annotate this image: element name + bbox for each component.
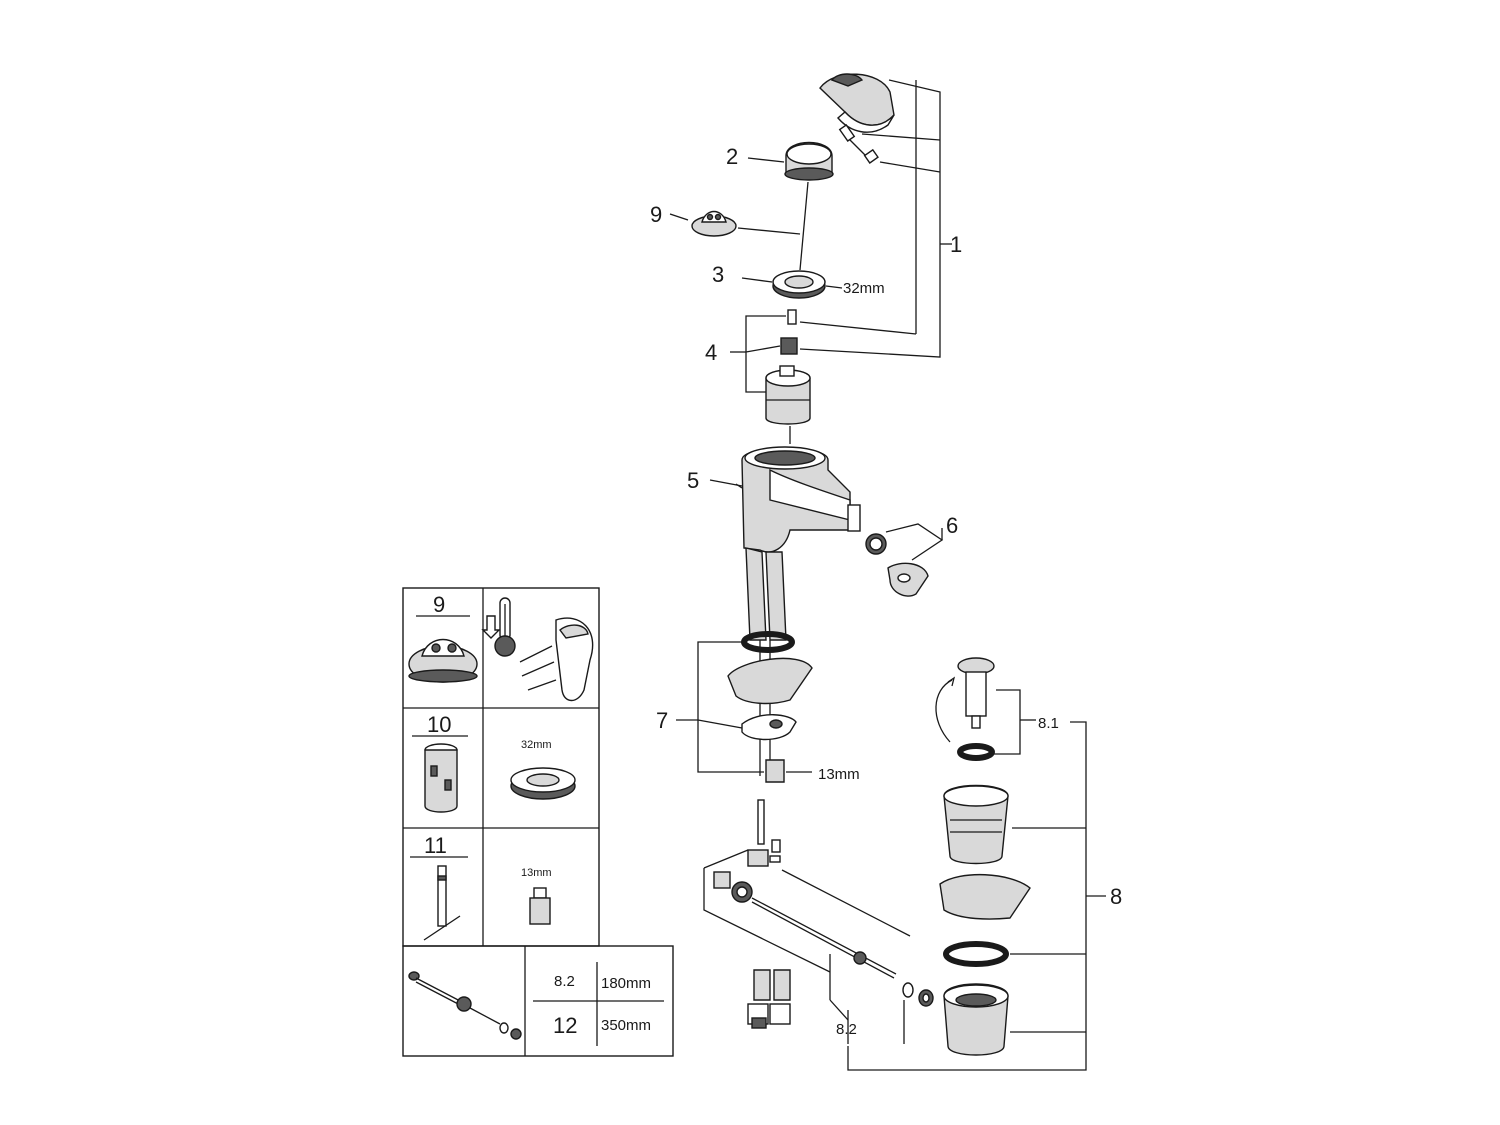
bracket-part-8 bbox=[847, 689, 1106, 1071]
popup-rod-thumbnail bbox=[408, 971, 522, 1040]
popup-rod-assembly bbox=[713, 799, 934, 1007]
table-label-11: 11 bbox=[424, 833, 447, 858]
callout-5: 5 bbox=[687, 468, 699, 493]
table-label-9: 9 bbox=[433, 592, 445, 617]
callout-8-2: 8.2 bbox=[836, 1021, 857, 1038]
callout-9: 9 bbox=[650, 202, 662, 227]
thermometer-cold-icon bbox=[481, 597, 516, 657]
hex-nut-thumbnail bbox=[529, 887, 551, 925]
table-dim-13mm: 13mm bbox=[521, 867, 552, 879]
table-length-180mm: 180mm bbox=[601, 975, 651, 992]
callout-2: 2 bbox=[726, 144, 738, 169]
retaining-nut bbox=[741, 270, 843, 299]
callout-1: 1 bbox=[950, 232, 962, 257]
callout-3: 3 bbox=[712, 262, 724, 287]
mounting-rod-thumbnail bbox=[423, 865, 461, 941]
bracket-part-4 bbox=[730, 315, 786, 393]
bracket-part-1 bbox=[799, 79, 952, 358]
lever-handle-icon bbox=[519, 617, 594, 702]
callout-7: 7 bbox=[656, 708, 668, 733]
table-label-10: 10 bbox=[427, 712, 451, 737]
callout-6: 6 bbox=[946, 513, 958, 538]
table-label-8-2: 8.2 bbox=[554, 973, 575, 990]
temperature-limiter bbox=[669, 210, 801, 237]
table-dim-32mm: 32mm bbox=[521, 739, 552, 751]
callout-8-1: 8.1 bbox=[1038, 715, 1059, 732]
swivel-aerator bbox=[865, 523, 944, 597]
bracket-part-8-2 bbox=[703, 849, 911, 1056]
popup-waste bbox=[935, 657, 1031, 1056]
lever-handle bbox=[819, 73, 895, 164]
hose-end-fitting bbox=[747, 969, 791, 1029]
temperature-limiter-thumbnail bbox=[408, 639, 478, 683]
cartridge-thumbnail bbox=[424, 743, 458, 813]
faucet-body bbox=[709, 446, 861, 553]
table-length-350mm: 350mm bbox=[601, 1017, 651, 1034]
spare-parts-table: 9 10 32mm bbox=[402, 587, 674, 1057]
table-label-12: 12 bbox=[553, 1013, 577, 1038]
cover-cap bbox=[747, 141, 834, 181]
dim-13mm: 13mm bbox=[818, 766, 860, 783]
callout-4: 4 bbox=[705, 340, 717, 365]
mounting-kit bbox=[727, 631, 813, 783]
nut-thumbnail bbox=[510, 767, 576, 800]
callout-8: 8 bbox=[1110, 884, 1122, 909]
bracket-part-7 bbox=[676, 641, 764, 773]
dim-32mm: 32mm bbox=[843, 280, 885, 297]
cartridge-assembly bbox=[765, 309, 811, 425]
